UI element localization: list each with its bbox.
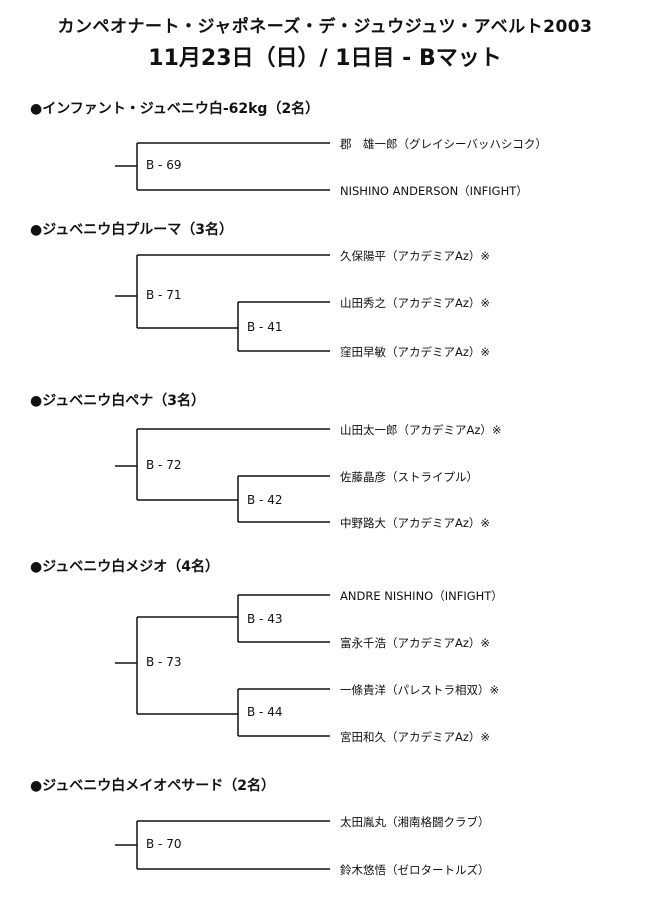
competitor-entry: 山田太一郎（アカデミアAz）※ bbox=[340, 423, 502, 437]
competitor-entry: NISHINO ANDERSON（INFIGHT） bbox=[340, 184, 528, 198]
competitor-entry: 一條貴洋（パレストラ相双）※ bbox=[340, 683, 500, 697]
division-title: ●ジュベニウ白ペナ（3名） bbox=[30, 393, 205, 409]
page-subtitle: 11月23日（日）/ 1日目 - Bマット bbox=[148, 46, 502, 71]
division-title: ●ジュベニウ白メジオ（4名） bbox=[30, 559, 219, 575]
bout-label: B - 73 bbox=[146, 655, 182, 669]
competitor-entry: 太田胤丸（湘南格闘クラブ） bbox=[340, 815, 490, 829]
bout-label: B - 42 bbox=[247, 493, 283, 507]
competitor-entry: 佐藤晶彦（ストライプル） bbox=[340, 470, 478, 484]
division-title: ●ジュベニウ白プルーマ（3名） bbox=[30, 222, 233, 238]
division-title: ●ジュベニウ白メイオペサード（2名） bbox=[30, 778, 275, 794]
competitor-entry: 郡 雄一郎（グレイシーバッハシコク） bbox=[340, 137, 547, 151]
competitor-entry: 山田秀之（アカデミアAz）※ bbox=[340, 296, 491, 310]
bout-label: B - 71 bbox=[146, 288, 182, 302]
bout-label: B - 70 bbox=[146, 837, 182, 851]
bout-label: B - 43 bbox=[247, 612, 283, 626]
bout-label: B - 41 bbox=[247, 320, 283, 334]
competitor-entry: 富永千浩（アカデミアAz）※ bbox=[340, 636, 491, 650]
competitor-entry: 中野路大（アカデミアAz）※ bbox=[340, 516, 491, 530]
competitor-entry: ANDRE NISHINO（INFIGHT） bbox=[340, 589, 503, 603]
competitor-entry: 久保陽平（アカデミアAz）※ bbox=[340, 249, 491, 263]
division-title: ●インファント・ジュベニウ白-62kg（2名） bbox=[30, 101, 320, 117]
competitor-entry: 窪田早敏（アカデミアAz）※ bbox=[340, 345, 491, 359]
bout-label: B - 69 bbox=[146, 158, 182, 172]
bout-label: B - 44 bbox=[247, 705, 283, 719]
bout-label: B - 72 bbox=[146, 458, 182, 472]
page-title: カンペオナート・ジャポネーズ・デ・ジュウジュツ・アベルト2003 bbox=[57, 17, 593, 37]
competitor-entry: 鈴木悠悟（ゼロタートルズ） bbox=[340, 863, 490, 877]
competitor-entry: 宮田和久（アカデミアAz）※ bbox=[340, 730, 491, 744]
